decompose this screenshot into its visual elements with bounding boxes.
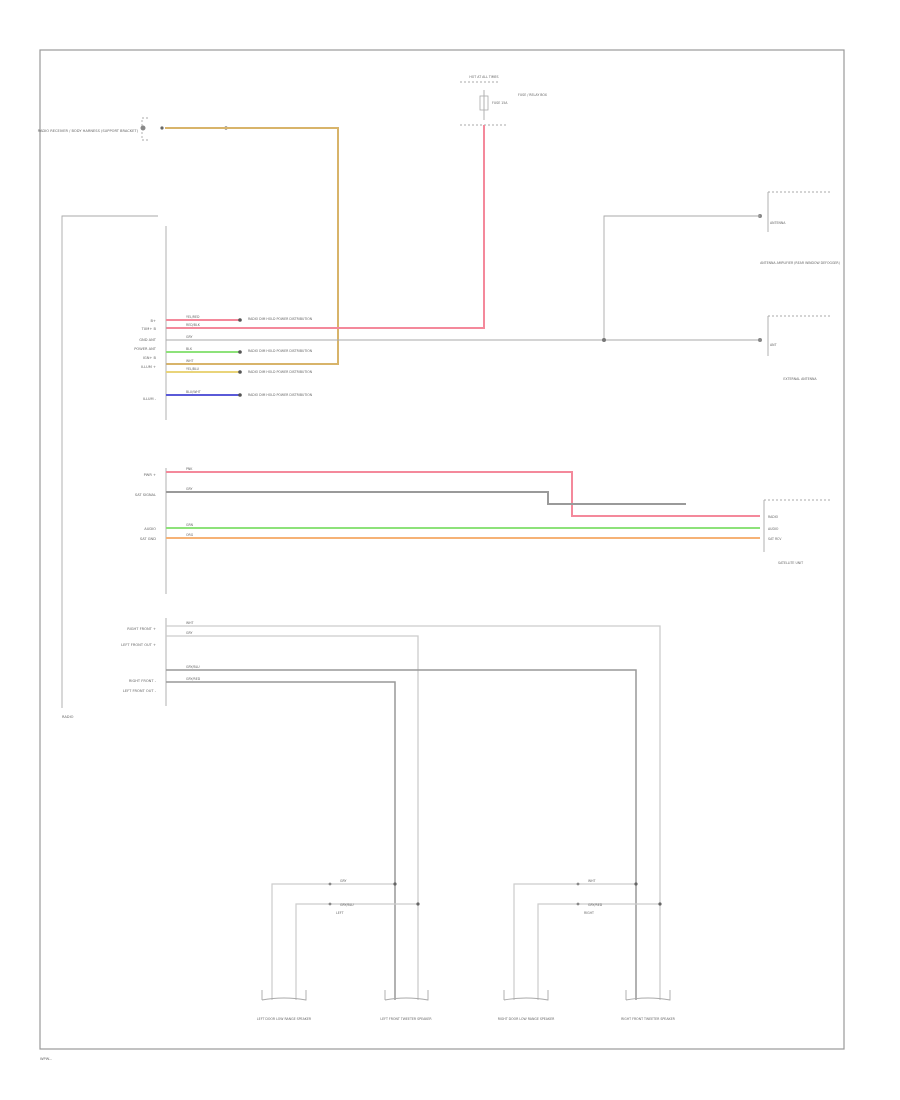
- wire-gray-sat: [166, 491, 686, 505]
- fuse-block-side-label: FUSE / RELAY BOX: [518, 93, 548, 97]
- wire-label: GRY: [340, 879, 346, 883]
- ref-label: RADIO DIM HOLD POWER DISTRIBUTION: [248, 317, 313, 321]
- sat-pin: SAT RCV: [768, 537, 782, 541]
- fuse-block-top-label: HOT AT ALL TIMES: [469, 75, 498, 79]
- wire-label: YEL/RED: [186, 315, 200, 319]
- antenna-amp-label: ANTENNA AMPLIFIER (REAR WINDOW DEFOGGER): [760, 261, 840, 265]
- group2-wire-labels: PNK GRY GRN ORG: [186, 467, 194, 537]
- wire-label: WHT: [186, 359, 194, 363]
- pin-label: PWR +: [144, 473, 156, 477]
- wire-label: LEFT: [336, 911, 344, 915]
- wire-label: BLU/WHT: [186, 390, 201, 394]
- wire-label: YEL/BLU: [186, 367, 200, 371]
- sat-pin: RADIO: [768, 515, 779, 519]
- wire-label: ORG: [186, 533, 194, 537]
- wire-lf-minus: [166, 681, 396, 1000]
- right-speaker-branches: WHT GRY/RED RIGHT: [513, 879, 662, 1000]
- group3-wire-labels: WHT GRY GRY/BLU GRY/RED: [186, 621, 201, 681]
- diagram-frame: [39, 49, 845, 1050]
- pin-label: RIGHT FRONT -: [129, 679, 157, 683]
- wire-pink-upper: [166, 125, 485, 329]
- ref-label: RADIO DIM HOLD POWER DISTRIBUTION: [248, 370, 313, 374]
- wire-label: RIGHT: [584, 911, 594, 915]
- pin-label: LEFT FRONT OUT +: [121, 643, 156, 647]
- ref-label: RADIO DIM HOLD POWER DISTRIBUTION: [248, 393, 313, 397]
- wire-rf-minus: [166, 669, 637, 1000]
- wire-label: GRY/RED: [186, 677, 201, 681]
- pin-label: AUDIO: [144, 527, 156, 531]
- wire-label: WHT: [588, 879, 596, 883]
- speaker-label: LEFT FRONT TWEETER SPEAKER: [380, 1017, 432, 1021]
- external-antenna-label: EXTERNAL ANTENNA: [783, 377, 817, 381]
- left-speaker-branches: GRY GRY/BLU LEFT: [271, 879, 420, 1000]
- antenna-amplifier: ANTENNA ANTENNA AMPLIFIER (REAR WINDOW D…: [758, 191, 840, 265]
- wire-label: BLK: [186, 347, 193, 351]
- pin-label: SAT GND: [140, 537, 156, 541]
- wire-label: GRY/RED: [588, 903, 603, 907]
- external-antenna-pin: ANT: [770, 343, 777, 347]
- radio-label: RADIO: [62, 715, 74, 719]
- wire-label: GRY: [186, 631, 192, 635]
- pin-label: POWER ANT: [134, 347, 157, 351]
- external-antenna: ANT EXTERNAL ANTENNA: [758, 315, 830, 381]
- radio-group1-wires: YEL/RED RED/BLK GRY BLK WHT YEL/BLU BLU/…: [166, 315, 313, 397]
- satellite-unit-label: SATELLITE UNIT: [778, 561, 803, 565]
- speaker-label: LEFT DOOR LOW RANGE SPEAKER: [257, 1017, 312, 1021]
- wire-rf-plus: [166, 625, 661, 1000]
- pin-label: ILLUM +: [141, 365, 156, 369]
- radio-group1-labels: B+ TXM+ B GND ANT POWER ANT IGN+ B ILLUM…: [134, 319, 157, 401]
- wire-label: GRY: [186, 335, 192, 339]
- speaker-label: RIGHT DOOR LOW RANGE SPEAKER: [498, 1017, 555, 1021]
- pin-label: TXM+ B: [141, 327, 157, 331]
- diagram-id: WPW...: [40, 1057, 52, 1061]
- pin-label: ILLUM -: [143, 397, 157, 401]
- ref-label: RADIO DIM HOLD POWER DISTRIBUTION: [248, 349, 313, 353]
- radio-connector: RADIO: [61, 215, 167, 719]
- wire-label: PNK: [186, 467, 193, 471]
- speaker-lf-pass: LEFT FRONT TWEETER SPEAKER: [380, 990, 432, 1021]
- speaker-label: RIGHT FRONT TWEETER SPEAKER: [621, 1017, 675, 1021]
- top-harness-label: RADIO RECEIVER / BODY HARNESS (SUPPORT B…: [38, 129, 139, 133]
- pin-label: B+: [151, 319, 156, 323]
- radio-group2-labels: PWR + SAT SIGNAL AUDIO SAT GND: [135, 473, 156, 541]
- wire-label: RED/BLK: [186, 323, 201, 327]
- fuse-block: HOT AT ALL TIMES FUSE 15A FUSE / RELAY B…: [460, 75, 548, 126]
- wire-lf-plus: [166, 635, 419, 1000]
- wire-label: GRY: [186, 487, 192, 491]
- wire-gold: [165, 127, 339, 365]
- wire-label: WHT: [186, 621, 194, 625]
- wire-label: GRN: [186, 523, 194, 527]
- wire-label: GRY/BLU: [186, 665, 200, 669]
- pin-label: IGN+ B: [143, 356, 157, 360]
- pin-label: SAT SIGNAL: [135, 493, 156, 497]
- satellite-unit: RADIO AUDIO SAT RCV SATELLITE UNIT: [763, 499, 830, 565]
- speaker-rf-pass: RIGHT FRONT TWEETER SPEAKER: [621, 990, 676, 1021]
- speaker-lf-door: LEFT DOOR LOW RANGE SPEAKER: [257, 990, 312, 1021]
- pin-label: LEFT FRONT OUT -: [123, 689, 157, 693]
- sat-pin: AUDIO: [768, 527, 779, 531]
- speaker-rf-door: RIGHT DOOR LOW RANGE SPEAKER: [498, 990, 555, 1021]
- antenna-amp-pin: ANTENNA: [770, 221, 786, 225]
- pin-label: RIGHT FRONT +: [127, 627, 156, 631]
- radio-group3-labels: RIGHT FRONT + LEFT FRONT OUT + RIGHT FRO…: [121, 627, 157, 693]
- wire-pink-sat: [166, 471, 760, 517]
- pin-label: GND ANT: [139, 338, 157, 342]
- wire-antenna-top: [603, 215, 760, 340]
- fuse-label: FUSE 15A: [492, 101, 508, 105]
- wire-label: GRY/BLU: [340, 903, 354, 907]
